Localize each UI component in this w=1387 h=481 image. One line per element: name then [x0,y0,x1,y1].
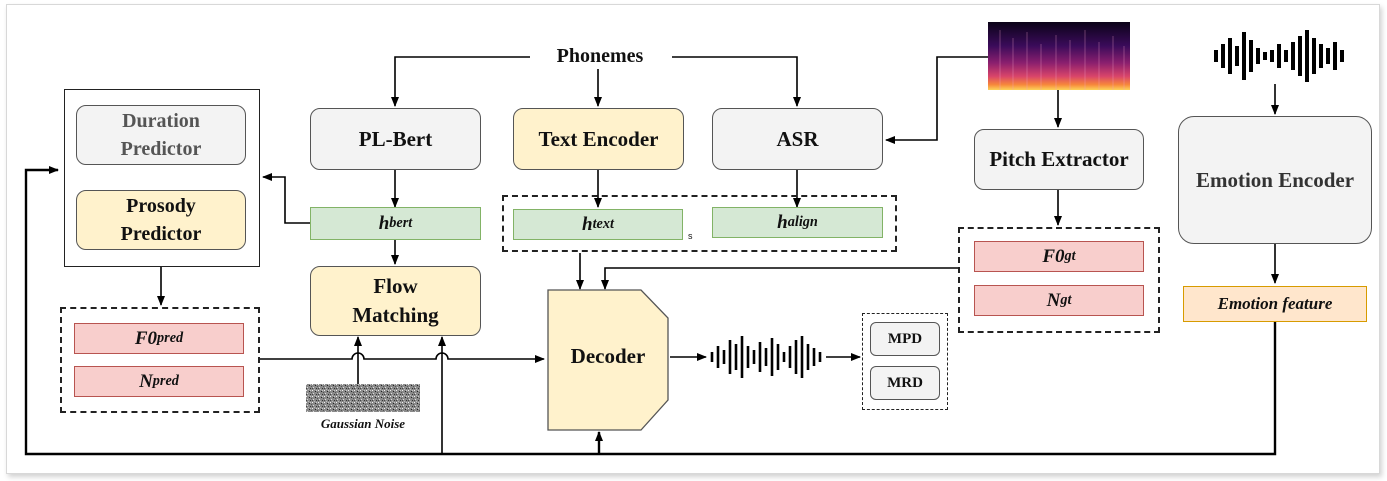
input-waveform-icon [1214,30,1344,82]
pred-to-decoder [260,352,545,363]
gaussian-noise-image [306,384,420,412]
text-align-container [502,195,897,252]
mpd-box: MPD [870,322,940,356]
phonemes-to-plbert [391,56,530,107]
phonemes-to-asr [672,56,801,107]
spec-to-asr [885,56,988,144]
emotion-loop [24,166,1277,456]
duration-predictor-box: Duration Predictor [76,105,246,165]
small-s-label: s [688,231,693,241]
discriminator-container [862,313,948,410]
gt-to-decoder [601,267,958,290]
text-encoder-box: Text Encoder [513,108,684,170]
flow-matching-box: Flow Matching [310,266,481,336]
decoder-label: Decoder [570,344,646,368]
spectrogram-image [988,22,1130,90]
gaussian-noise-label: Gaussian Noise [320,416,406,431]
emotion-encoder-box: Emotion Encoder [1178,116,1372,244]
gt-features-container [958,227,1160,333]
decoder-shape [547,289,669,431]
asr-box: ASR [712,108,883,170]
predictor-container [64,89,260,267]
hbert-to-predictor [262,173,310,224]
output-waveform-icon [710,336,822,378]
mrd-box: MRD [870,366,940,400]
pred-features-container [60,307,260,413]
pitch-extractor-box: Pitch Extractor [974,129,1144,190]
pl-bert-box: PL-Bert [310,108,481,170]
emotion-feature-box: Emotion feature [1183,286,1367,322]
prosody-predictor-box: Prosody Predictor [76,190,246,250]
phonemes-label: Phonemes [556,45,644,67]
